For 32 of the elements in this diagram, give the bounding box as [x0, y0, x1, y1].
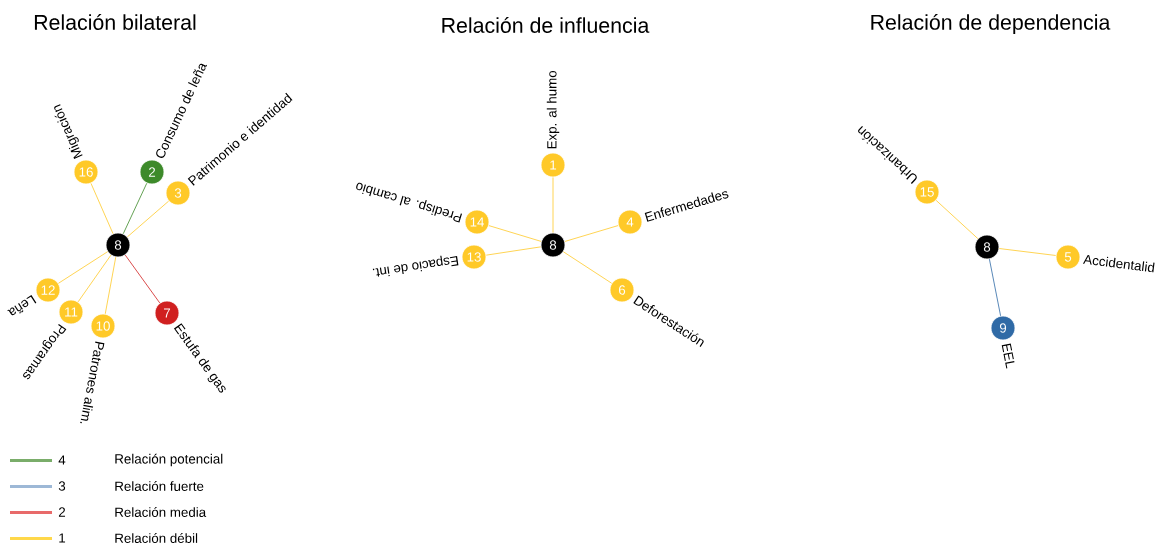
- connector-line: [488, 225, 542, 242]
- connector-line: [90, 182, 114, 235]
- factor-label: Espacio de int.: [372, 255, 459, 277]
- legend-value: 1: [59, 533, 66, 543]
- connector-line: [104, 256, 117, 315]
- connector-line: [552, 177, 554, 233]
- legend-label: Relación fuerte: [115, 481, 204, 491]
- connector-line: [485, 246, 542, 256]
- connector-line: [989, 258, 1001, 317]
- legend-value: 3: [58, 481, 66, 491]
- connector-line: [564, 225, 619, 242]
- factor-label: Patrones alim.: [80, 341, 105, 424]
- connector-line: [58, 251, 108, 284]
- factor-label: Accidentalid: [1082, 254, 1155, 273]
- connector-line: [124, 254, 161, 304]
- legend-label: Relación potencial: [115, 453, 223, 467]
- legend-value: 2: [58, 507, 66, 517]
- legend-value: 4: [58, 455, 66, 465]
- connector-line: [126, 200, 170, 238]
- legend-label: Relación media: [115, 507, 207, 517]
- factor-label: EEL: [1001, 343, 1015, 369]
- connector-line: [563, 251, 613, 284]
- panel-title: Relación bilateral: [34, 14, 196, 30]
- connector-line: [122, 182, 148, 235]
- panel-title: Relación de influencia: [442, 17, 650, 33]
- connector-line: [998, 248, 1057, 256]
- factor-label: Exp. al humo: [546, 70, 560, 149]
- legend-label: Relación débil: [115, 533, 198, 543]
- panel-title: Relación de dependencia: [871, 13, 1111, 35]
- factor-label: Leña: [7, 295, 37, 316]
- connector-line: [77, 254, 112, 303]
- connector-line: [935, 200, 979, 240]
